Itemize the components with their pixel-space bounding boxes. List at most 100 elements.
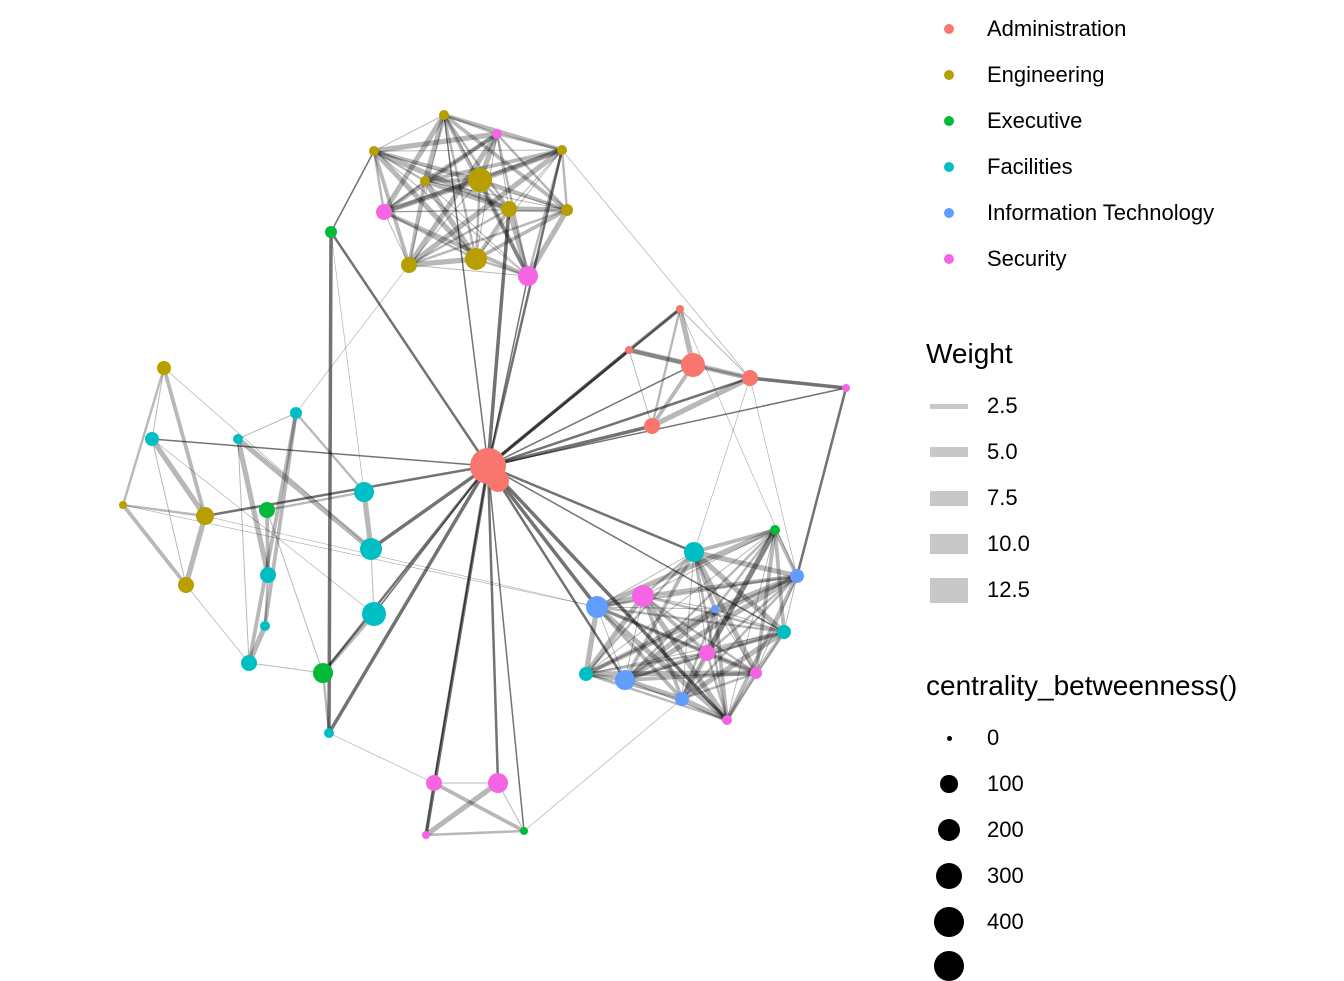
legend-color-dot	[944, 24, 954, 34]
graph-edge	[641, 574, 799, 598]
graph-edge	[624, 595, 644, 681]
graph-edge	[679, 527, 778, 702]
graph-edge	[704, 650, 759, 676]
graph-edge	[714, 608, 757, 674]
graph-edge	[584, 607, 717, 676]
graph-edge	[783, 575, 798, 633]
graph-edge	[691, 549, 800, 579]
graph-edge	[755, 575, 798, 674]
graph-edge	[641, 550, 696, 598]
graph-node	[681, 353, 705, 377]
graph-edge	[237, 438, 250, 664]
graph-node	[625, 346, 633, 354]
graph-edge	[247, 411, 298, 665]
legend-department-label: Security	[987, 246, 1067, 271]
graph-edge	[623, 651, 709, 682]
graph-edge	[149, 436, 208, 519]
graph-edge	[407, 179, 427, 267]
graph-edge	[373, 149, 563, 152]
graph-edge	[584, 672, 729, 722]
weight-legend-title: Weight	[926, 338, 1013, 369]
graph-edge	[443, 114, 489, 467]
legend-color-dot	[944, 208, 954, 218]
graph-node	[487, 470, 509, 492]
legend-department-label: Information Technology	[987, 200, 1215, 225]
graph-node	[586, 596, 608, 618]
legend-color-dot	[944, 116, 954, 126]
graph-edge	[442, 113, 511, 211]
legend-size-dot	[934, 907, 964, 937]
graph-edge	[423, 780, 501, 838]
graph-edge	[383, 211, 410, 266]
graph-edge	[679, 308, 798, 577]
legend-size-dot	[940, 775, 958, 793]
graph-edge	[121, 503, 188, 587]
graph-edge	[477, 147, 565, 183]
graph-edge	[373, 114, 445, 152]
graph-node	[711, 605, 719, 613]
graph-edge	[203, 464, 490, 518]
graph-node	[465, 248, 487, 270]
graph-edge	[266, 509, 324, 674]
legend-department-label: Facilities	[987, 154, 1073, 179]
graph-node	[196, 507, 214, 525]
graph-edge	[691, 549, 787, 635]
graph-node	[157, 361, 171, 375]
graph-edge	[641, 594, 758, 675]
graph-node	[676, 305, 684, 313]
graph-edge	[679, 696, 730, 723]
graph-edge	[381, 177, 483, 215]
graph-edge	[487, 364, 694, 467]
graph-edge	[151, 367, 165, 440]
graph-edge	[204, 515, 598, 608]
legend-size-label: 300	[987, 863, 1024, 888]
graph-edge	[561, 149, 751, 379]
heavy-edges	[121, 112, 848, 838]
graph-edge	[754, 630, 786, 675]
graph-edge	[560, 148, 569, 212]
graph-edge	[713, 607, 729, 722]
graph-edge	[583, 670, 759, 677]
graph-edge	[704, 629, 787, 656]
graph-edge	[506, 206, 531, 279]
graph-edge	[432, 781, 526, 833]
graph-edge	[487, 465, 785, 633]
graph-node	[615, 670, 635, 690]
graph-nodes	[119, 110, 850, 839]
graph-edge	[422, 178, 479, 262]
graph-node	[520, 827, 528, 835]
legend-weight-bar	[930, 577, 968, 603]
graph-node	[313, 663, 333, 683]
legend-weight-bar	[930, 490, 968, 506]
graph-edge	[508, 149, 563, 210]
graph-edge	[679, 308, 751, 379]
graph-edge	[623, 671, 758, 682]
graph-node	[561, 204, 573, 216]
legend-weight-bar	[930, 403, 968, 409]
graph-edge	[371, 148, 512, 212]
graph-edge	[692, 550, 729, 722]
graph-edge	[372, 149, 411, 267]
graph-edge	[714, 608, 785, 633]
graph-node	[742, 370, 758, 386]
graph-edge	[650, 307, 682, 428]
graph-edge	[248, 662, 324, 674]
graph-edge	[705, 651, 729, 722]
graph-edge	[680, 671, 758, 701]
graph-node	[369, 146, 379, 156]
graph-node	[777, 625, 791, 639]
graph-edge	[442, 113, 569, 212]
graph-edge	[640, 593, 730, 723]
graph-node	[145, 432, 159, 446]
legend-weight-bar	[930, 534, 968, 554]
graph-edge	[725, 671, 758, 722]
graph-edge	[595, 605, 709, 655]
graph-edge	[406, 256, 479, 268]
graph-edge	[584, 574, 799, 676]
legend-weight-label: 2.5	[987, 393, 1018, 418]
graph-edge	[585, 673, 683, 700]
graph-node	[842, 384, 850, 392]
legend-size-dot	[937, 818, 961, 842]
graph-edge	[329, 230, 490, 468]
